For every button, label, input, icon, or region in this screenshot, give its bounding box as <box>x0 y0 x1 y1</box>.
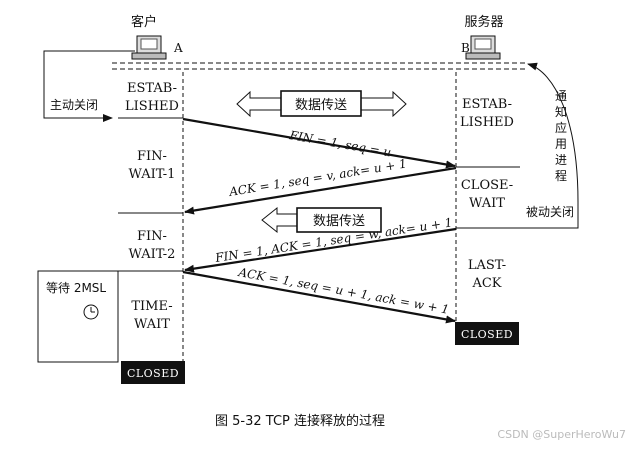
wait-2msl-label: 等待 2MSL <box>46 281 106 295</box>
client-state-established-line2: LISHED <box>125 99 179 114</box>
server-state-last-ack-line2: ACK <box>471 276 501 291</box>
watermark: CSDN @SuperHeroWu7 <box>497 428 626 441</box>
notify-app-char: 知 <box>555 105 567 119</box>
message-last-ack-arrow <box>182 270 456 324</box>
message-fin-arrow <box>182 117 456 169</box>
client-state-time-wait-line2: WAIT <box>134 317 170 332</box>
client-state-fin-wait-2-line2: WAIT-2 <box>129 247 176 262</box>
message-ack-label: ACK = 1, seq = v, ack= u + 1 <box>227 156 407 199</box>
data-transfer-middle-label: 数据传送 <box>313 214 365 229</box>
client-state-established-line1: ESTAB- <box>127 81 177 96</box>
notify-app-char: 进 <box>555 153 567 167</box>
client-state-fin-wait-2-line1: FIN- <box>137 229 167 244</box>
server-state-close-wait-line2: WAIT <box>469 196 505 211</box>
message-fin-label: FIN = 1, seq = u <box>288 128 393 159</box>
notify-app-char: 应 <box>555 120 567 135</box>
server-state-established-line2: LISHED <box>460 115 514 130</box>
message-last-ack-label: ACK = 1, seq = u + 1, ack = w + 1 <box>236 265 450 317</box>
server-title: 服务器 <box>464 14 503 30</box>
client-closed-badge: CLOSED <box>121 361 185 384</box>
client-title: 客户 <box>131 14 157 30</box>
server-state-established-line1: ESTAB- <box>462 97 512 112</box>
client-state-fin-wait-1-line2: WAIT-1 <box>129 167 176 182</box>
passive-close-curve <box>527 62 579 203</box>
server-closed-badge: CLOSED <box>455 322 519 345</box>
client-computer-icon <box>131 35 167 60</box>
notify-app-char: 通 <box>555 89 567 103</box>
message-ack-arrow <box>184 166 457 215</box>
active-close-label: 主动关闭 <box>50 98 98 112</box>
figure-caption: 图 5-32 TCP 连接释放的过程 <box>215 413 385 429</box>
notify-app-char: 程 <box>555 168 567 183</box>
client-closed-label: CLOSED <box>127 367 179 380</box>
passive-close-label: 被动关闭 <box>526 205 574 219</box>
server-state-close-wait-line1: CLOSE- <box>461 178 513 193</box>
server-closed-label: CLOSED <box>461 328 513 341</box>
passive-close-line <box>520 202 579 229</box>
data-transfer-middle-arrow <box>261 206 382 234</box>
client-tag: A <box>173 41 183 55</box>
server-state-last-ack-line1: LAST- <box>468 258 506 273</box>
message-fin-ack-arrow <box>184 227 457 273</box>
client-state-fin-wait-1-line1: FIN- <box>137 149 167 164</box>
data-transfer-top-label: 数据传送 <box>295 98 347 113</box>
data-transfer-top-arrow <box>236 90 407 118</box>
server-computer-icon <box>465 35 501 60</box>
notify-app-label: 通 知 应 用 进 程 <box>555 89 567 183</box>
clock-icon <box>83 304 99 320</box>
server-tag: B <box>461 41 470 55</box>
active-close-arrow <box>43 50 135 122</box>
client-state-time-wait-line1: TIME- <box>131 299 172 314</box>
notify-app-char: 用 <box>555 137 567 151</box>
